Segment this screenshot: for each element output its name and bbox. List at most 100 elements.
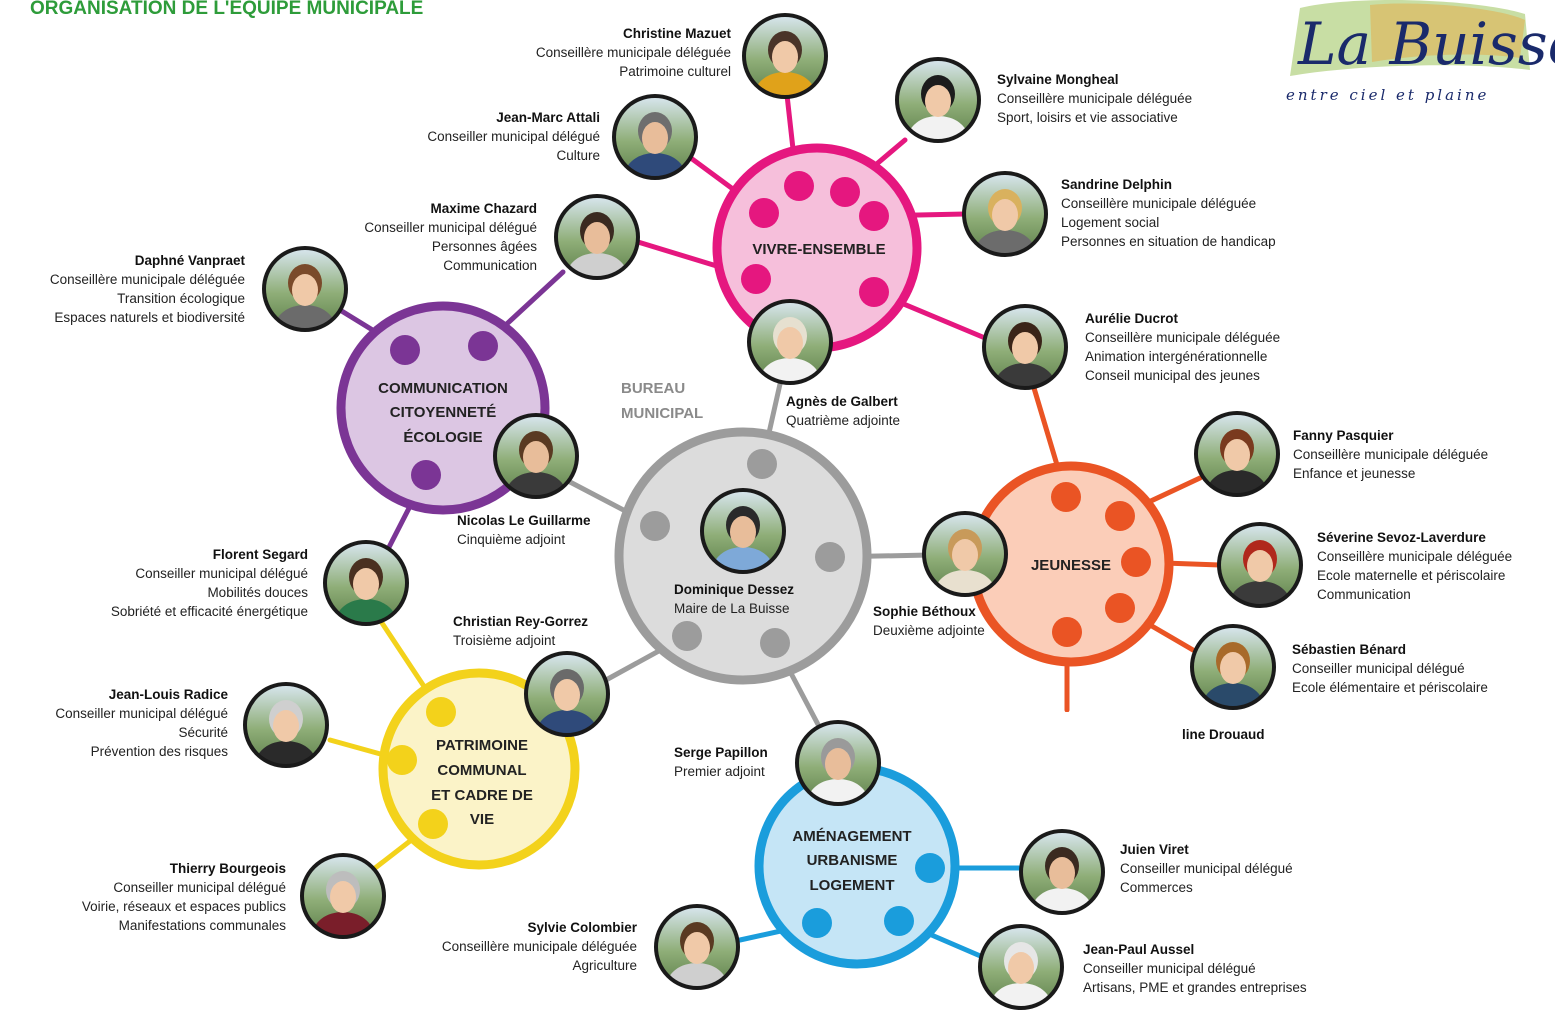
person-role-attali: Culture	[556, 148, 600, 163]
person-name-sevoz: Séverine Sevoz-Laverdure	[1317, 530, 1486, 545]
person-role-radice: Conseiller municipal délégué	[55, 706, 228, 721]
amenagement-dot	[884, 906, 914, 936]
person-name-mongheal: Sylvaine Mongheal	[997, 72, 1119, 87]
bureau-dot	[672, 621, 702, 651]
jeunesse-dot	[1051, 482, 1081, 512]
bureau-label-1: BUREAU	[621, 380, 685, 397]
avatar-aussel	[978, 924, 1064, 1010]
person-role-sevoz: Communication	[1317, 587, 1411, 602]
hub-patrimoine-label-2: COMMUNAL	[437, 762, 526, 779]
avatar-leguillarme	[493, 413, 579, 499]
person-role-mongheal: Conseillère municipale déléguée	[997, 91, 1192, 106]
logo: La Buisse entre ciel et plaine	[1286, 0, 1555, 104]
hub-vivre-label: VIVRE-ENSEMBLE	[752, 241, 885, 258]
person-name-attali: Jean-Marc Attali	[496, 110, 600, 125]
person-name-viret: Juien Viret	[1120, 842, 1189, 857]
avatar-bourgeois	[300, 853, 386, 939]
person-name-drouaud: line Drouaud	[1182, 727, 1265, 742]
person-role-ducrot: Conseil municipal des jeunes	[1085, 368, 1260, 383]
vivre-dot	[741, 264, 771, 294]
hub-amenagement-label-2: URBANISME	[807, 852, 898, 869]
person-role-leguillarme: Cinquième adjoint	[457, 532, 565, 547]
person-name-benard: Sébastien Bénard	[1292, 642, 1406, 657]
vivre-dot	[830, 177, 860, 207]
jeunesse-dot	[1105, 593, 1135, 623]
person-role-delphin: Personnes en situation de handicap	[1061, 234, 1276, 249]
person-role-bourgeois: Conseiller municipal délégué	[113, 880, 286, 895]
hub-patrimoine-label-4: VIE	[470, 811, 494, 828]
vivre-dot	[749, 198, 779, 228]
person-role-ducrot: Conseillère municipale déléguée	[1085, 330, 1280, 345]
vivre-dot	[859, 277, 889, 307]
person-name-radice: Jean-Louis Radice	[109, 687, 229, 702]
person-role-radice: Prévention des risques	[91, 744, 229, 759]
person-role-vanpraet: Transition écologique	[117, 291, 245, 306]
hub-patrimoine-label-3: ET CADRE DE	[431, 787, 533, 804]
person-role-pasquier: Enfance et jeunesse	[1293, 466, 1415, 481]
person-role-dessez: Maire de La Buisse	[674, 601, 790, 616]
jeunesse-dot	[1121, 547, 1151, 577]
person-role-sevoz: Conseillère municipale déléguée	[1317, 549, 1512, 564]
person-role-bethoux: Deuxième adjointe	[873, 623, 985, 638]
person-role-aussel: Artisans, PME et grandes entreprises	[1083, 980, 1307, 995]
person-role-benard: Ecole élémentaire et périscolaire	[1292, 680, 1488, 695]
avatar-benard	[1190, 624, 1276, 710]
hub-comm-label-2: CITOYENNETÉ	[390, 404, 496, 421]
vivre-dot	[859, 201, 889, 231]
logo-text: La Buisse	[1297, 10, 1555, 78]
avatar-segard	[323, 540, 409, 626]
hub-amenagement-label-3: LOGEMENT	[810, 877, 895, 894]
avatar-colombier	[654, 904, 740, 990]
patrimoine-dot	[418, 809, 448, 839]
person-role-viret: Conseiller municipal délégué	[1120, 861, 1293, 876]
avatars-layer	[243, 13, 1303, 1010]
person-role-aussel: Conseiller municipal délégué	[1083, 961, 1256, 976]
person-role-bourgeois: Manifestations communales	[119, 918, 287, 933]
person-role-sevoz: Ecole maternelle et périscolaire	[1317, 568, 1505, 583]
person-name-colombier: Sylvie Colombier	[527, 920, 637, 935]
person-role-papillon: Premier adjoint	[674, 764, 765, 779]
person-role-vanpraet: Conseillère municipale déléguée	[50, 272, 245, 287]
bureau-dot	[815, 542, 845, 572]
comm-dot	[411, 460, 441, 490]
person-name-mazuet: Christine Mazuet	[623, 26, 732, 41]
person-role-ducrot: Animation intergénérationnelle	[1085, 349, 1267, 364]
person-role-pasquier: Conseillère municipale déléguée	[1293, 447, 1488, 462]
person-name-bourgeois: Thierry Bourgeois	[170, 861, 286, 876]
jeunesse-dot	[1052, 617, 1082, 647]
person-role-chazard: Communication	[443, 258, 537, 273]
avatar-sevoz	[1217, 522, 1303, 608]
person-role-radice: Sécurité	[178, 725, 228, 740]
avatar-radice	[243, 682, 329, 768]
person-name-papillon: Serge Papillon	[674, 745, 768, 760]
hub-jeunesse-label: JEUNESSE	[1031, 557, 1111, 574]
avatar-ducrot	[982, 304, 1068, 390]
person-role-segard: Mobilités douces	[207, 585, 308, 600]
avatar-papillon	[795, 720, 881, 806]
vivre-dot	[784, 171, 814, 201]
avatar-pasquier	[1194, 411, 1280, 497]
avatar-chazard	[554, 194, 640, 280]
jeunesse-dot	[1105, 501, 1135, 531]
person-name-aussel: Jean-Paul Aussel	[1083, 942, 1194, 957]
person-role-mongheal: Sport, loisirs et vie associative	[997, 110, 1178, 125]
person-name-galbert: Agnès de Galbert	[786, 394, 898, 409]
person-name-pasquier: Fanny Pasquier	[1293, 428, 1394, 443]
person-role-reygorrez: Troisième adjoint	[453, 633, 556, 648]
person-role-benard: Conseiller municipal délégué	[1292, 661, 1465, 676]
avatar-vanpraet	[262, 246, 348, 332]
hub-comm-label-3: ÉCOLOGIE	[403, 429, 482, 446]
person-role-segard: Sobriété et efficacité énergétique	[111, 604, 308, 619]
patrimoine-dot	[426, 697, 456, 727]
person-name-delphin: Sandrine Delphin	[1061, 177, 1172, 192]
avatar-viret	[1019, 829, 1105, 915]
avatar-bethoux	[922, 511, 1008, 597]
avatar-reygorrez	[524, 651, 610, 737]
person-role-galbert: Quatrième adjointe	[786, 413, 900, 428]
bureau-dot	[747, 449, 777, 479]
bureau-dot	[760, 628, 790, 658]
page-title: ORGANISATION DE L'ÉQUIPE MUNICIPALE	[30, 0, 423, 19]
avatar-attali	[612, 94, 698, 180]
